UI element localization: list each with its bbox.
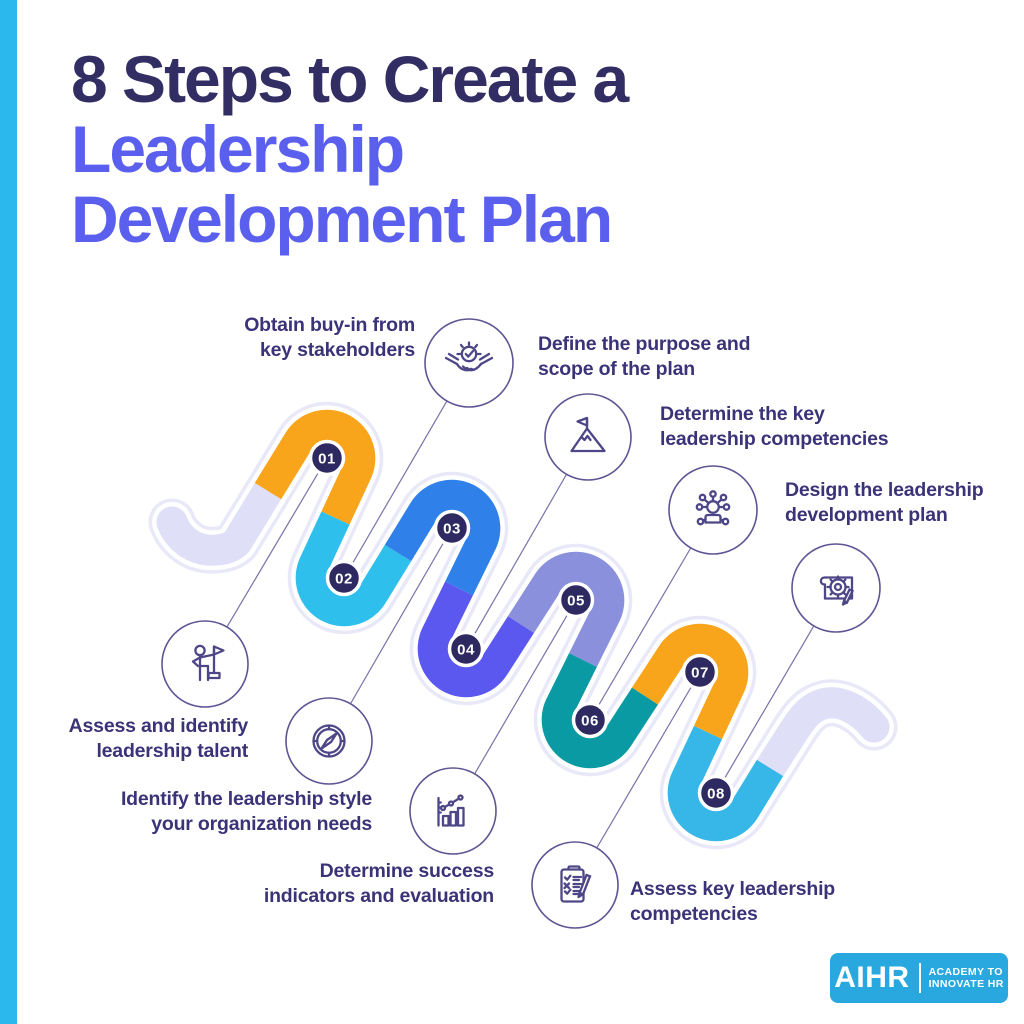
badge-number-8: 08 (707, 786, 725, 803)
label-step-3-line-1: Identify the leadership style (120, 788, 372, 810)
badge-number-6: 06 (581, 713, 599, 730)
badge-step-5: 05 (557, 581, 595, 619)
segment-start-tail (156, 475, 284, 566)
clipboard-checklist-icon (531, 841, 619, 929)
aihr-logo: AIHR ACADEMY TO INNOVATE HR (830, 953, 1008, 1003)
badge-step-1: 01 (308, 439, 346, 477)
badge-number-4: 04 (457, 642, 475, 659)
badge-step-3: 03 (433, 509, 471, 547)
label-step-2-line-2: key stakeholders (259, 339, 415, 361)
label-step-5: Determine success indicators and evaluat… (264, 859, 494, 909)
left-accent-bar (0, 0, 17, 1024)
segment-step-3 (384, 479, 501, 596)
segment-step-5 (507, 551, 625, 667)
label-step-4: Define the purpose and scope of the plan (538, 332, 750, 382)
badge-number-1: 01 (318, 451, 336, 468)
label-step-7-line-2: competencies (630, 903, 758, 925)
step-icons (161, 318, 881, 929)
bar-chart-icon (409, 767, 497, 855)
label-step-6: Determine the key leadership competencie… (660, 402, 889, 452)
label-step-8-line-2: development plan (785, 504, 948, 526)
label-step-7: Assess key leadership competencies (630, 877, 835, 927)
segment-step-1 (254, 409, 376, 525)
person-flag-icon (161, 620, 249, 708)
person-network-icon (668, 465, 758, 555)
blueprint-gear-icon (791, 543, 881, 633)
label-step-8-line-1: Design the leadership (785, 479, 984, 501)
label-step-1: Assess and identify leadership talent (68, 714, 249, 764)
segment-step-8 (667, 725, 784, 842)
badge-step-2: 02 (325, 559, 363, 597)
label-step-1-line-1: Assess and identify (68, 715, 249, 737)
label-step-2-line-1: Obtain buy-in from (244, 314, 415, 336)
snake-path (148, 401, 898, 850)
badge-step-7: 07 (681, 653, 719, 691)
badge-number-7: 07 (691, 665, 709, 682)
aihr-tagline-line-1: ACADEMY TO (928, 965, 1003, 978)
segment-step-4 (417, 581, 535, 698)
badge-step-4: 04 (447, 630, 485, 668)
label-step-5-line-1: Determine success (319, 860, 495, 882)
segment-end-tail (754, 687, 890, 784)
aihr-tagline-line-2: INNOVATE HR (928, 978, 1004, 990)
label-step-2: Obtain buy-in from key stakeholders (244, 313, 415, 363)
aihr-logo-wordmark: AIHR (834, 961, 910, 994)
badge-step-6: 06 (571, 701, 609, 739)
label-step-3: Identify the leadership style your organ… (121, 787, 372, 837)
mountain-flag-icon (544, 393, 632, 481)
badge-number-5: 05 (567, 593, 585, 610)
segment-step-2 (295, 511, 412, 627)
label-step-6-line-2: leadership competencies (660, 428, 889, 450)
label-step-4-line-2: scope of the plan (538, 358, 695, 380)
segment-step-6 (541, 653, 658, 769)
badge-number-3: 03 (443, 521, 461, 538)
compass-icon (285, 697, 373, 785)
label-step-3-line-2: your organization needs (151, 813, 372, 835)
step-badges: 01 02 03 04 05 06 (308, 439, 735, 812)
title-line-2: Leadership (71, 112, 405, 186)
aihr-logo-divider (918, 963, 921, 993)
label-step-7-line-1: Assess key leadership (630, 878, 836, 900)
label-step-8: Design the leadership development plan (785, 478, 984, 528)
handshake-check-icon (424, 318, 514, 408)
label-step-6-line-1: Determine the key (660, 403, 825, 425)
segment-step-7 (632, 623, 749, 740)
aihr-logo-tagline: ACADEMY TO INNOVATE HR (929, 966, 1004, 991)
title-line-3: Development Plan (71, 182, 613, 256)
badge-step-8: 08 (697, 774, 735, 812)
badge-number-2: 02 (335, 571, 353, 588)
label-step-5-line-2: indicators and evaluation (263, 885, 494, 907)
label-step-1-line-2: leadership talent (96, 740, 248, 762)
title-line-1: 8 Steps to Create a (71, 42, 629, 116)
page-title: 8 Steps to Create a Leadership Developme… (71, 42, 629, 256)
label-step-4-line-1: Define the purpose and (538, 333, 751, 355)
